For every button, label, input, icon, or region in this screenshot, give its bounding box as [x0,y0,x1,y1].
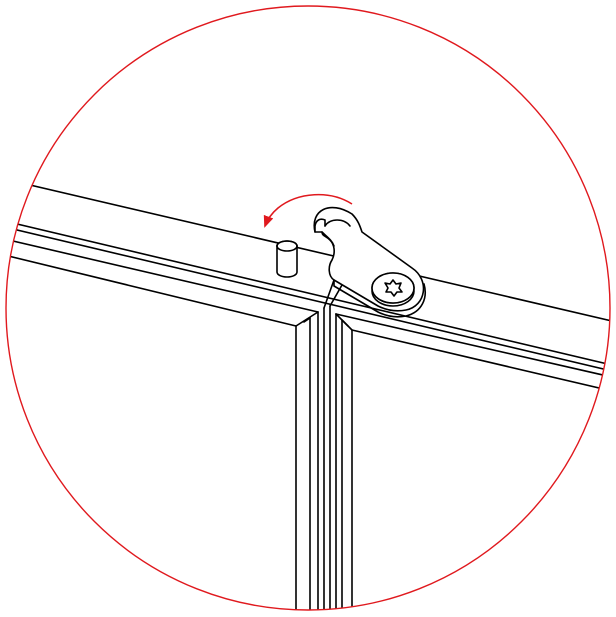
torx-screw [371,272,415,307]
locking-pin [276,240,298,278]
torx-recess-icon [384,279,403,297]
right-panel [335,313,610,610]
callout-circle [5,5,611,611]
curved-arrow-icon [263,193,353,228]
top-rail [6,177,610,373]
left-panel [6,237,319,610]
